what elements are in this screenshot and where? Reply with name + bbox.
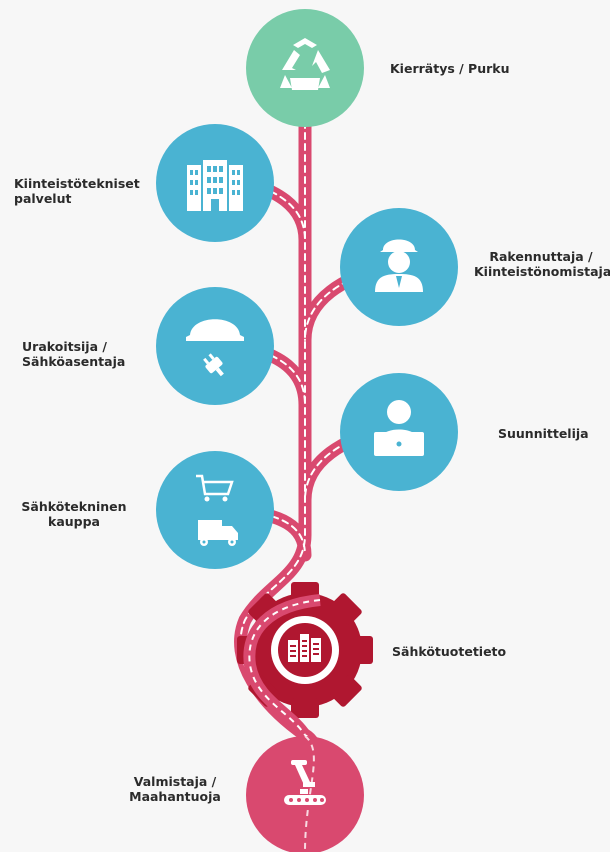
label-kiinteistotekniset-line2: palvelut	[14, 191, 72, 206]
node-urakoitsija-circle	[156, 287, 274, 405]
robot-arm-conveyor-icon	[284, 760, 326, 805]
label-suunnittelija-line1: Suunnittelija	[498, 426, 589, 441]
label-kiinteistotekniset-line1: Kiinteistötekniset	[14, 176, 140, 191]
label-sahkotuotetieto-line1: Sähkötuotetieto	[392, 644, 507, 659]
node-rakennuttaja	[340, 208, 458, 326]
label-valmistaja-line1: Valmistaja /	[133, 774, 217, 789]
label-valmistaja: Valmistaja / Maahantuoja	[120, 774, 230, 804]
label-rakennuttaja-line1: Rakennuttaja /	[489, 249, 593, 264]
label-sahkotekninen-line1: Sähkötekninen	[21, 499, 127, 514]
label-sahkotekninen: Sähkötekninen kauppa	[14, 499, 134, 529]
node-kierratys-circle	[246, 9, 364, 127]
construction-worker-icon	[375, 239, 423, 292]
gear-road-dash	[248, 599, 321, 736]
node-urakoitsija	[156, 287, 274, 405]
label-valmistaja-line2: Maahantuoja	[129, 789, 221, 804]
building-icon	[187, 160, 243, 211]
node-sahkotekninen-circle	[156, 451, 274, 569]
label-suunnittelija: Suunnittelija	[498, 426, 589, 441]
designer-laptop-icon	[374, 400, 424, 456]
label-kierratys: Kierrätys / Purku	[390, 61, 509, 76]
recycle-icon	[280, 38, 330, 90]
gear-data-icon	[288, 634, 321, 662]
node-valmistaja	[246, 735, 364, 852]
label-urakoitsija-line1: Urakoitsija /	[22, 339, 107, 354]
label-rakennuttaja-line2: Kiinteistönomistaja	[474, 264, 610, 279]
label-rakennuttaja: Rakennuttaja / Kiinteistönomistaja	[474, 249, 610, 279]
label-kiinteistotekniset: Kiinteistötekniset palvelut	[14, 176, 140, 206]
label-sahkotekninen-line2: kauppa	[48, 514, 100, 529]
label-sahkotuotetieto: Sähkötuotetieto	[392, 644, 506, 659]
node-kierratys	[246, 9, 364, 127]
node-kiinteistotekniset	[156, 124, 274, 242]
label-urakoitsija: Urakoitsija / Sähköasentaja	[22, 339, 125, 369]
hardhat-plug-icon	[186, 319, 244, 377]
label-urakoitsija-line2: Sähköasentaja	[22, 354, 126, 369]
cart-truck-icon	[196, 474, 238, 546]
node-valmistaja-circle	[246, 736, 364, 852]
node-sahkotuotetieto	[237, 582, 373, 739]
node-suunnittelija	[340, 373, 458, 491]
label-kierratys-line1: Kierrätys / Purku	[390, 61, 510, 76]
node-sahkotekninen	[156, 451, 274, 569]
